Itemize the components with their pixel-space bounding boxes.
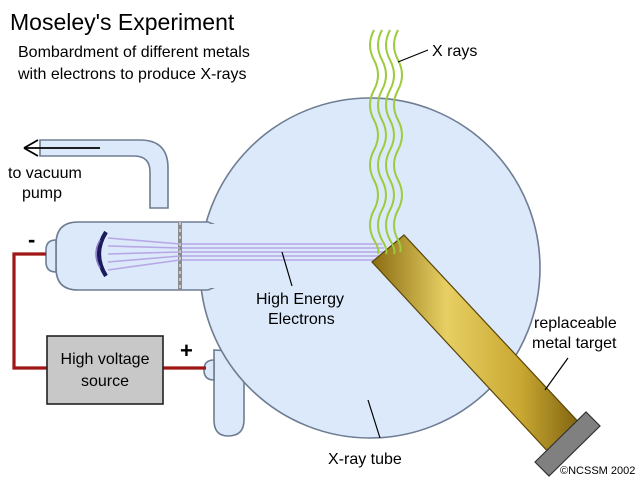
arrow-left-icon: [23, 139, 100, 157]
target-mount: [534, 411, 601, 477]
cathode-knob: [45, 239, 57, 273]
target-label-line-1: replaceable: [534, 315, 617, 332]
electron-beam: [107, 237, 390, 271]
cathode-icon: [96, 230, 108, 278]
tube-label: X-ray tube: [328, 451, 402, 468]
electron-leader: [281, 251, 293, 287]
electrons-label-line-2: Electrons: [268, 311, 335, 328]
xray-leader: [397, 49, 429, 63]
voltage-label-line-2: source: [81, 373, 129, 390]
anode-knob: [203, 359, 215, 381]
tube-leader: [367, 399, 381, 439]
title: Moseley's Experiment: [10, 9, 235, 35]
vacuum-pipe: [39, 139, 169, 209]
target-label-line-2: metal target: [532, 335, 617, 352]
target-leader: [544, 357, 569, 391]
subtitle-line-2: with electrons to produce X-rays: [17, 66, 247, 83]
electrons-label-line-1: High Energy: [256, 291, 344, 308]
voltage-source: High voltage source: [46, 335, 164, 405]
wave-icon: [369, 29, 403, 255]
plus-sign: +: [180, 338, 193, 363]
metal-target: [371, 234, 601, 477]
minus-sign: -: [28, 227, 35, 252]
vacuum-label-line-2: pump: [22, 185, 62, 202]
xray-label: X rays: [432, 43, 477, 60]
vacuum-label-line-1: to vacuum: [8, 165, 82, 182]
copyright: ©NCSSM 2002: [560, 465, 635, 477]
wire-cathode: [12, 252, 48, 370]
voltage-label-line-1: High voltage: [61, 351, 150, 368]
subtitle-line-1: Bombardment of different metals: [18, 44, 250, 61]
